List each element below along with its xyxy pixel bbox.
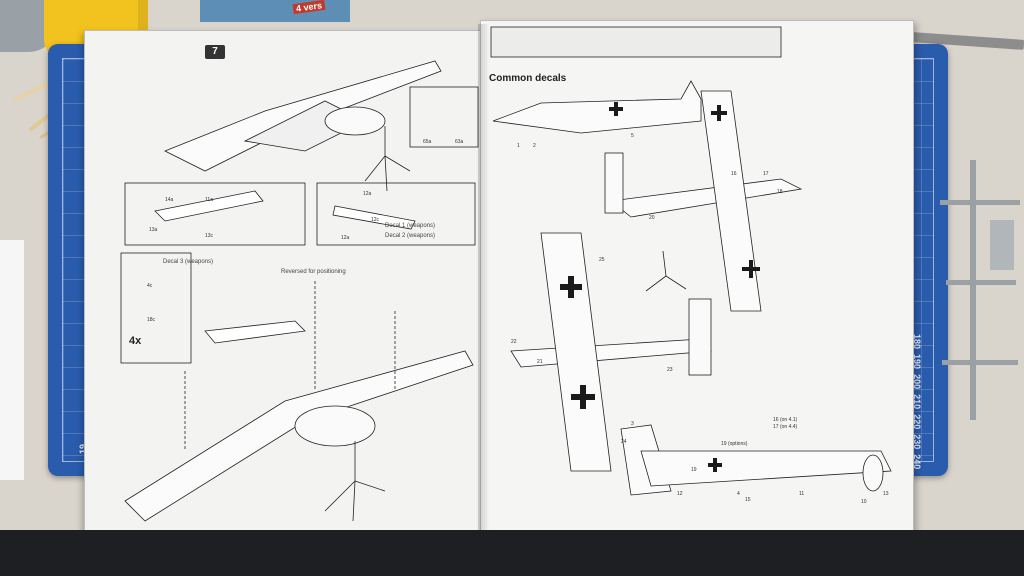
decal-callout: 16 xyxy=(731,171,737,177)
decal-callout: 25 xyxy=(599,257,605,263)
multiplier-label: 4x xyxy=(129,335,142,347)
decal-callout: 5 xyxy=(631,133,634,139)
book-gutter xyxy=(478,24,492,534)
decals-title: Common decals xyxy=(489,73,567,84)
decal-note: 16 (on 4.1) xyxy=(773,417,798,423)
part-label: 65a xyxy=(423,139,432,145)
decal-callout: 1 xyxy=(517,143,520,149)
decal-note: 17 (on 4.4) xyxy=(773,424,798,430)
model-box xyxy=(200,0,350,22)
decal-callout: 13 xyxy=(883,491,889,497)
decal-2-note: Decal 2 (weapons) xyxy=(385,233,436,239)
decal-callout: 11 xyxy=(799,491,805,497)
decal-callout: 2 xyxy=(533,143,536,149)
decal-callout: 4 xyxy=(737,491,740,497)
assembly-drawing xyxy=(120,60,479,522)
part-label: 11a xyxy=(205,197,213,203)
part-label: 63a xyxy=(455,139,464,145)
part-label: 12c xyxy=(371,217,380,223)
decal-callout: 18 xyxy=(777,189,783,195)
decal-callout: 10 xyxy=(861,499,867,505)
reversed-note: Reversed for positioning xyxy=(281,269,346,275)
decal-callout: 17 xyxy=(763,171,769,177)
decal-page-right: Common decals 16 (on 4.1) 17 (on 4.4) 19… xyxy=(480,20,914,534)
part-label: 13a xyxy=(149,227,158,233)
plastic-sprue xyxy=(940,160,1020,420)
part-label: 18c xyxy=(147,317,156,323)
dark-foreground xyxy=(0,530,1024,576)
decal-callout: 20 xyxy=(649,215,655,221)
decal-callout: 23 xyxy=(667,367,673,373)
decal-callout: 21 xyxy=(537,359,543,365)
paper-sheet-left xyxy=(0,240,24,480)
decal-1-note: Decal 1 (weapons) xyxy=(385,223,436,229)
part-label: 4c xyxy=(147,283,153,289)
part-label: 12a xyxy=(341,235,350,241)
part-label: 14a xyxy=(165,197,174,203)
decal-placement-drawing xyxy=(490,26,892,496)
step-number: 7 xyxy=(205,45,225,59)
decal-callout: 24 xyxy=(621,439,627,445)
decal-callout: 3 xyxy=(631,421,634,427)
instruction-page-left: 7 Decal 1 (weapons) Decal 2 (weapons) De… xyxy=(84,30,496,548)
decal-3-note: Decal 3 (weapons) xyxy=(163,259,214,265)
decal-callout: 19 xyxy=(691,467,697,473)
part-label: 13c xyxy=(205,233,214,239)
decal-note: 19 (options) xyxy=(721,441,748,447)
part-label: 12a xyxy=(363,191,372,197)
decal-callout: 12 xyxy=(677,491,683,497)
decal-callout: 22 xyxy=(511,339,517,345)
decal-callout: 15 xyxy=(745,497,751,503)
